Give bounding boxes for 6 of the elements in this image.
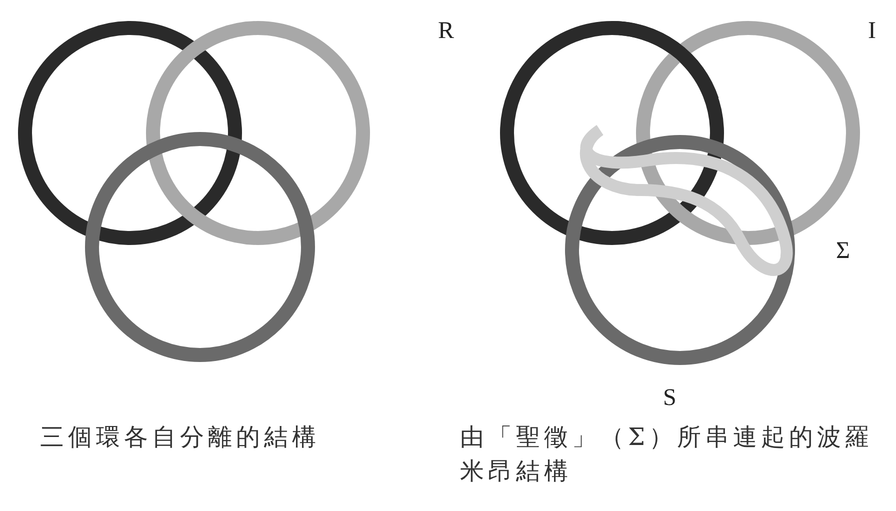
ring-letter: I: [868, 18, 876, 45]
ring-letter: R: [438, 18, 454, 45]
ring-letter: S: [663, 385, 676, 412]
ring-letter: Σ: [836, 238, 850, 265]
figure-caption: 由「聖徵」（Σ）所串連起的波羅米昂結構: [460, 422, 874, 487]
figure-caption: 三個環各自分離的結構: [40, 422, 321, 453]
